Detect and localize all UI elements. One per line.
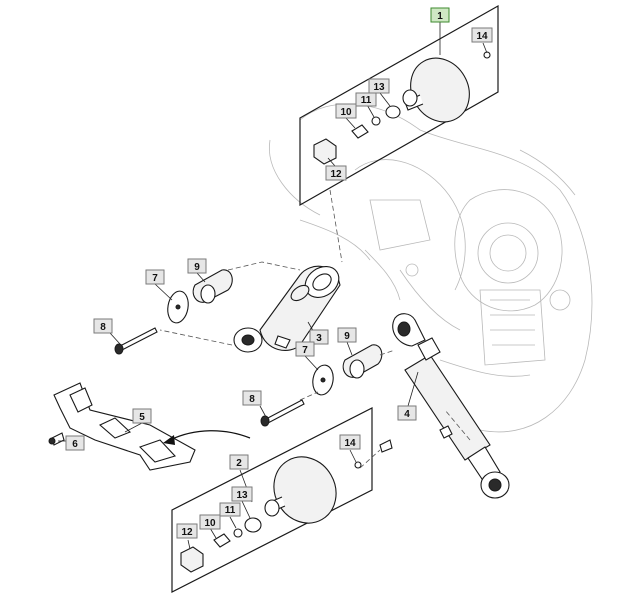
callout-11-bottom[interactable]: 11 [219, 502, 241, 517]
mount-hardware-lower [260, 344, 383, 427]
svg-text:5: 5 [139, 412, 145, 423]
callout-13-top[interactable]: 13 [368, 78, 390, 94]
svg-text:9: 9 [194, 262, 200, 273]
callout-7-lower[interactable]: 7 [295, 341, 315, 357]
o-ring-13-bottom [244, 517, 262, 533]
svg-text:2: 2 [236, 458, 242, 469]
svg-text:1: 1 [437, 11, 443, 22]
callout-10-top[interactable]: 10 [335, 103, 357, 119]
svg-text:8: 8 [249, 394, 255, 405]
accumulator-sphere-bottom [273, 456, 337, 524]
accumulator-assembly-bottom [171, 407, 393, 593]
svg-text:3: 3 [316, 333, 322, 344]
callout-11-top[interactable]: 11 [355, 92, 377, 107]
svg-text:6: 6 [72, 439, 78, 450]
nut-12-bottom [180, 546, 204, 573]
plug-14-bottom [354, 461, 362, 469]
adapter-10-bottom [213, 533, 231, 548]
svg-text:4: 4 [404, 409, 410, 420]
exploded-view-frame-top [299, 4, 499, 207]
callout-14-top[interactable]: 14 [471, 27, 493, 43]
assembly-dash-lines [159, 189, 471, 469]
adapter-10-top [351, 124, 369, 139]
callout-9-upper[interactable]: 9 [187, 258, 207, 274]
svg-text:7: 7 [152, 273, 158, 284]
background-frame-outline [268, 103, 593, 433]
svg-text:10: 10 [204, 518, 216, 529]
callout-2[interactable]: 2 [229, 454, 249, 470]
callout-6[interactable]: 6 [65, 435, 85, 451]
exploded-view-frame-bottom [171, 407, 373, 593]
svg-text:12: 12 [181, 527, 193, 538]
fitting-bottom [264, 499, 280, 517]
leader-lines [58, 22, 488, 550]
washer-11-top [371, 116, 381, 126]
direction-arrow [163, 430, 251, 445]
callout-5[interactable]: 5 [132, 408, 152, 424]
callout-9-lower[interactable]: 9 [337, 327, 357, 343]
bracket-5 [48, 382, 196, 471]
callout-1[interactable]: 1 [430, 7, 450, 23]
svg-text:8: 8 [100, 322, 106, 333]
callout-14-bottom[interactable]: 14 [339, 434, 361, 450]
accumulator-assembly-top [299, 4, 499, 207]
washer-11-bottom [233, 528, 243, 538]
callout-12-top[interactable]: 12 [325, 165, 347, 181]
mount-hardware-upper [114, 269, 233, 355]
callout-8-upper[interactable]: 8 [93, 318, 113, 334]
callout-3[interactable]: 3 [309, 329, 329, 345]
svg-text:14: 14 [476, 31, 488, 42]
svg-text:7: 7 [302, 345, 308, 356]
svg-text:11: 11 [225, 505, 236, 516]
svg-text:11: 11 [361, 95, 372, 106]
nut-12-top [313, 138, 337, 165]
callout-4[interactable]: 4 [397, 405, 417, 421]
svg-text:13: 13 [236, 490, 248, 501]
svg-text:13: 13 [373, 82, 385, 93]
callout-13-bottom[interactable]: 13 [231, 486, 253, 502]
hydraulic-cylinder-4 [392, 313, 510, 499]
callout-7-upper[interactable]: 7 [145, 269, 165, 285]
callout-12-bottom[interactable]: 12 [176, 523, 198, 539]
o-ring-13-top [385, 105, 401, 119]
callout-8-lower[interactable]: 8 [242, 390, 262, 406]
callout-10-bottom[interactable]: 10 [199, 514, 221, 530]
svg-text:10: 10 [340, 107, 352, 118]
fitting-top [402, 89, 418, 107]
svg-text:9: 9 [344, 331, 350, 342]
bolt-8-lower [265, 399, 305, 424]
svg-text:14: 14 [344, 438, 356, 449]
bolt-8-upper [119, 327, 158, 351]
cylinder-assembly-3 [233, 265, 341, 353]
svg-text:12: 12 [330, 169, 342, 180]
